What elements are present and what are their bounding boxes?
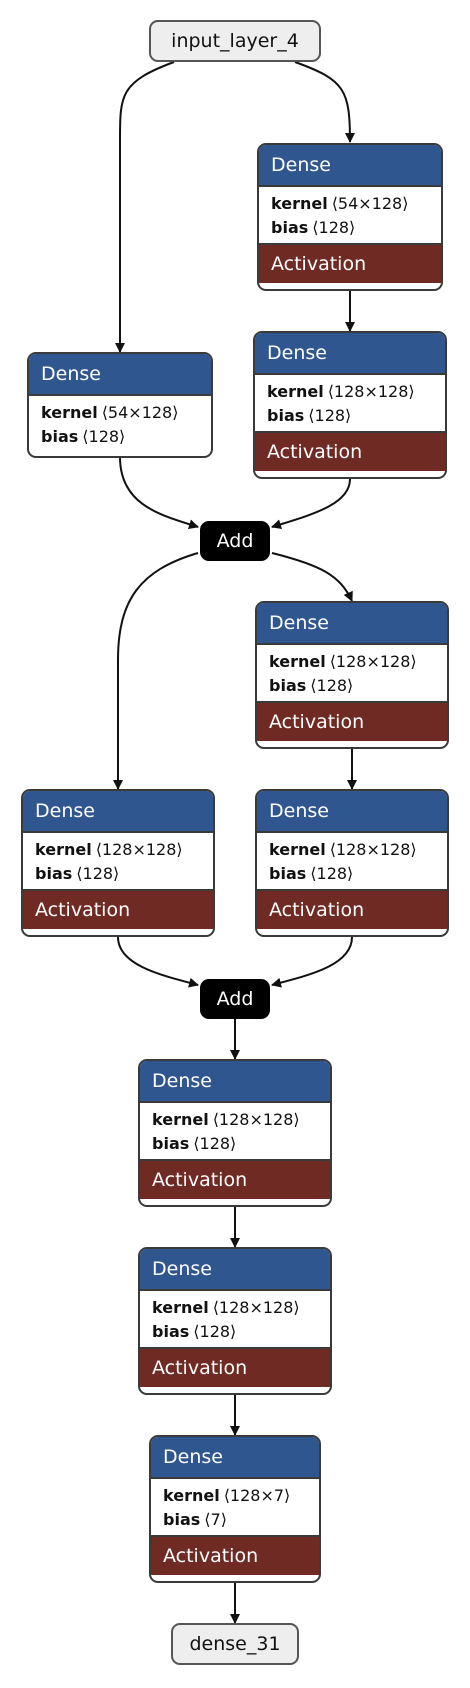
kernel-shape: ⟨128×7⟩ xyxy=(223,1486,291,1505)
edge-add1-to-dense-d xyxy=(113,552,199,790)
add-node-2[interactable]: Add xyxy=(200,979,270,1019)
add-node-label: Add xyxy=(216,530,254,552)
output-node-label: dense_31 xyxy=(189,1633,281,1655)
kernel-shape: ⟨128×128⟩ xyxy=(212,1110,300,1129)
activation-band: Activation xyxy=(151,1535,319,1575)
dense-node-a[interactable]: Dense kernel⟨54×128⟩ bias⟨128⟩ xyxy=(27,352,213,458)
dense-header: Dense xyxy=(140,1061,330,1101)
edge-dense-c-to-add1 xyxy=(271,478,351,530)
edge-dense-d-to-add2 xyxy=(117,936,199,988)
dense-params: kernel⟨128×128⟩ bias⟨128⟩ xyxy=(255,373,445,431)
kernel-shape: ⟨128×128⟩ xyxy=(212,1298,300,1317)
kernel-shape: ⟨128×128⟩ xyxy=(95,840,183,859)
dense-node-b[interactable]: Dense kernel⟨54×128⟩ bias⟨128⟩ Activatio… xyxy=(257,143,443,291)
dense-node-i[interactable]: Dense kernel⟨128×7⟩ bias⟨7⟩ Activation xyxy=(149,1435,321,1583)
dense-header: Dense xyxy=(23,791,213,831)
dense-node-d[interactable]: Dense kernel⟨128×128⟩ bias⟨128⟩ Activati… xyxy=(21,789,215,937)
activation-band: Activation xyxy=(140,1347,330,1387)
bias-shape: ⟨128⟩ xyxy=(310,864,354,883)
edge-dense-f-to-add2 xyxy=(271,936,353,988)
bias-shape: ⟨128⟩ xyxy=(193,1322,237,1341)
edge-input-to-dense-a xyxy=(115,61,175,353)
bias-shape: ⟨128⟩ xyxy=(76,864,120,883)
input-node[interactable]: input_layer_4 xyxy=(149,20,321,62)
dense-header: Dense xyxy=(257,603,447,643)
dense-params: kernel⟨54×128⟩ bias⟨128⟩ xyxy=(259,185,441,243)
activation-band: Activation xyxy=(255,431,445,471)
activation-band: Activation xyxy=(257,701,447,741)
bias-shape: ⟨128⟩ xyxy=(312,218,356,237)
dense-node-g[interactable]: Dense kernel⟨128×128⟩ bias⟨128⟩ Activati… xyxy=(138,1059,332,1207)
dense-node-f[interactable]: Dense kernel⟨128×128⟩ bias⟨128⟩ Activati… xyxy=(255,789,449,937)
add-node-1[interactable]: Add xyxy=(200,521,270,561)
edge-input-to-dense-b xyxy=(294,61,355,143)
dense-params: kernel⟨54×128⟩ bias⟨128⟩ xyxy=(29,394,211,450)
dense-params: kernel⟨128×128⟩ bias⟨128⟩ xyxy=(257,643,447,701)
dense-params: kernel⟨128×7⟩ bias⟨7⟩ xyxy=(151,1477,319,1535)
bias-shape: ⟨128⟩ xyxy=(82,427,126,446)
output-node[interactable]: dense_31 xyxy=(171,1623,299,1665)
edge-add1-to-dense-e xyxy=(271,552,353,602)
dense-header: Dense xyxy=(259,145,441,185)
activation-band: Activation xyxy=(140,1159,330,1199)
dense-header: Dense xyxy=(29,354,211,394)
dense-params: kernel⟨128×128⟩ bias⟨128⟩ xyxy=(257,831,447,889)
dense-header: Dense xyxy=(255,333,445,373)
add-node-label: Add xyxy=(216,988,254,1010)
dense-header: Dense xyxy=(151,1437,319,1477)
bias-shape: ⟨128⟩ xyxy=(308,406,352,425)
dense-header: Dense xyxy=(140,1249,330,1289)
kernel-shape: ⟨54×128⟩ xyxy=(101,403,179,422)
bias-shape: ⟨7⟩ xyxy=(204,1510,227,1529)
bias-shape: ⟨128⟩ xyxy=(310,676,354,695)
activation-band: Activation xyxy=(259,243,441,283)
dense-params: kernel⟨128×128⟩ bias⟨128⟩ xyxy=(140,1101,330,1159)
dense-node-h[interactable]: Dense kernel⟨128×128⟩ bias⟨128⟩ Activati… xyxy=(138,1247,332,1395)
activation-band: Activation xyxy=(23,889,213,929)
bias-shape: ⟨128⟩ xyxy=(193,1134,237,1153)
dense-header: Dense xyxy=(257,791,447,831)
activation-band: Activation xyxy=(257,889,447,929)
dense-params: kernel⟨128×128⟩ bias⟨128⟩ xyxy=(23,831,213,889)
dense-params: kernel⟨128×128⟩ bias⟨128⟩ xyxy=(140,1289,330,1347)
kernel-shape: ⟨54×128⟩ xyxy=(331,194,409,213)
kernel-shape: ⟨128×128⟩ xyxy=(329,840,417,859)
kernel-shape: ⟨128×128⟩ xyxy=(329,652,417,671)
input-node-label: input_layer_4 xyxy=(171,30,299,52)
edge-dense-a-to-add1 xyxy=(119,456,199,530)
dense-node-e[interactable]: Dense kernel⟨128×128⟩ bias⟨128⟩ Activati… xyxy=(255,601,449,749)
kernel-shape: ⟨128×128⟩ xyxy=(327,382,415,401)
dense-node-c[interactable]: Dense kernel⟨128×128⟩ bias⟨128⟩ Activati… xyxy=(253,331,447,479)
